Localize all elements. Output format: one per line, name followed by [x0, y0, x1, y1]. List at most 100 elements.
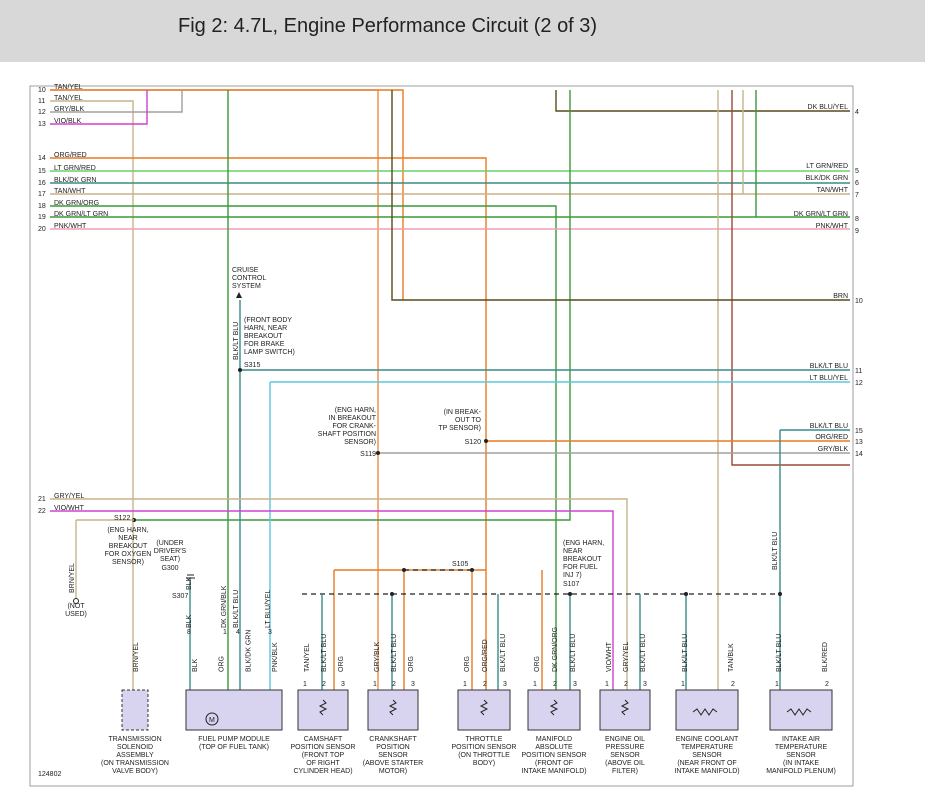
- fuel-blk-label: BLK: [186, 576, 193, 590]
- left-pin-label: ORG/RED: [54, 152, 87, 159]
- s315-note: LAMP SWITCH): [244, 349, 295, 356]
- right-pin-number: 4: [855, 109, 859, 116]
- splice-s107: [684, 592, 688, 596]
- component-name-tps: (ON THROTTLE: [458, 752, 510, 759]
- component-ect: [675, 689, 739, 731]
- cruise-note: CRUISE: [232, 267, 259, 274]
- pin-cam: 2: [322, 681, 326, 688]
- resistor-icon-oil: [620, 699, 630, 716]
- splice-s119: [376, 451, 380, 455]
- right-pin-label: DK GRN/LT GRN: [794, 211, 848, 218]
- wire-gry-blk-12: [50, 90, 183, 113]
- pin-tps: 1: [463, 681, 467, 688]
- pin-ect: 1: [681, 681, 685, 688]
- left-pin-number: 20: [38, 226, 46, 233]
- wire-label-map: DK GRN/ORG: [552, 627, 559, 672]
- s119-note: FOR CRANK-: [332, 423, 376, 430]
- left-pin-label: GRY/BLK: [54, 106, 85, 113]
- s119-note: (ENG HARN,: [335, 407, 376, 414]
- s119-label: S119: [360, 451, 376, 458]
- component-name-ect: TEMPERATURE: [681, 744, 734, 751]
- component-name-trans: (ON TRANSMISSION: [101, 760, 169, 767]
- wire-vio-wht-22: [50, 510, 614, 690]
- fuel-top-wire-label: DK GRN/BLK: [221, 585, 228, 628]
- wire-label-crank: GRY/BLK: [374, 641, 381, 672]
- wire-label-ect: BLK/LT BLU: [682, 634, 689, 672]
- fuel-top-wire-label: LT BLU/YEL: [265, 590, 272, 628]
- wire-label-crank: ORG: [408, 656, 415, 672]
- wire-dk-blu-yel-4: [555, 90, 850, 112]
- pin-crank: 3: [411, 681, 415, 688]
- wire-label-tps: BLK/LT BLU: [500, 634, 507, 672]
- page-title: Fig 2: 4.7L, Engine Performance Circuit …: [178, 15, 598, 37]
- pin-oil: 2: [624, 681, 628, 688]
- s122-wire: BRN/YEL: [69, 563, 76, 593]
- right-pin-number: 5: [855, 168, 859, 175]
- wire-label-cam: TAN/YEL: [304, 643, 311, 672]
- s122-note: FOR OXYGEN: [105, 551, 152, 558]
- s119-note: IN BREAKOUT: [329, 415, 377, 422]
- left-pin-label: LT GRN/RED: [54, 165, 96, 172]
- right-pin-number: 9: [855, 228, 859, 235]
- component-name-oil: PRESSURE: [606, 744, 645, 751]
- wire-label-crank: BLK/LT BLU: [391, 634, 398, 672]
- wire-label-map: BLK/LT BLU: [570, 634, 577, 672]
- splice-s107: [568, 592, 572, 596]
- left-pin-number: 13: [38, 121, 46, 128]
- s315-note: BREAKOUT: [244, 333, 283, 340]
- left-pin-label: GRY/YEL: [54, 493, 84, 500]
- wire-label-cam: BLK/LT BLU: [321, 634, 328, 672]
- component-name-oil: ENGINE OIL: [605, 736, 645, 743]
- left-pin-label: PNK/WHT: [54, 223, 87, 230]
- component-name-crank: POSITION: [376, 744, 409, 751]
- iat-top-wire: BLK/LT BLU: [772, 532, 779, 570]
- pin-iat: 2: [825, 681, 829, 688]
- wire-gry-yel-21: [50, 498, 628, 690]
- g300-label: G300: [161, 565, 178, 572]
- fuel-pin-number: 4: [236, 629, 240, 636]
- component-name-ect: INTAKE MANIFOLD): [674, 768, 739, 775]
- pin-crank: 1: [373, 681, 377, 688]
- fuel-top-wire-label: BLK/LT BLU: [233, 590, 240, 628]
- component-name-iat: SENSOR: [786, 752, 816, 759]
- resistor-icon-map: [549, 699, 559, 716]
- splice-s105b: [470, 568, 474, 572]
- left-pin-label: TAN/YEL: [54, 95, 83, 102]
- right-pin-label: GRY/BLK: [818, 446, 849, 453]
- component-name-trans: SOLENOID: [117, 744, 153, 751]
- s107-label: S107: [563, 581, 579, 588]
- left-pin-label: DK GRN/LT GRN: [54, 211, 108, 218]
- component-name-oil: (ABOVE OIL: [605, 760, 645, 767]
- wire-brn-yel-notused: [75, 519, 134, 598]
- right-pin-label: ORG/RED: [815, 434, 848, 441]
- wire-dk-grn-org-18: [50, 205, 557, 690]
- wire-label-map: ORG: [534, 656, 541, 672]
- left-pin-number: 16: [38, 180, 46, 187]
- splice-s315: [238, 368, 242, 372]
- pin-map: 1: [533, 681, 537, 688]
- motor-label: M: [209, 717, 215, 724]
- right-pin-label: BLK/LT BLU: [810, 423, 848, 430]
- right-pin-number: 6: [855, 180, 859, 187]
- left-pin-label: VIO/WHT: [54, 505, 85, 512]
- right-pin-number: 14: [855, 451, 863, 458]
- component-name-trans: TRANSMISSION: [108, 736, 161, 743]
- right-pin-number: 11: [855, 368, 862, 375]
- splice-s105a: [402, 568, 406, 572]
- s122-label: S122: [114, 515, 130, 522]
- fuel-pin-number: 8: [187, 629, 191, 636]
- resistor-icon-cam: [318, 699, 328, 716]
- wire-label-trans: BRN/YEL: [133, 642, 140, 672]
- pin-cam: 1: [303, 681, 307, 688]
- resistor-icon-crank: [388, 699, 398, 716]
- component-name-iat: (IN INTAKE: [783, 760, 819, 767]
- resistor-icon-tps: [479, 699, 489, 716]
- component-name-crank: CRANKSHAFT: [369, 736, 417, 743]
- s122-note: NEAR: [118, 535, 137, 542]
- component-name-map: MANIFOLD: [536, 736, 572, 743]
- component-name-cam: POSITION SENSOR: [291, 744, 356, 751]
- wire-label-ect: TAN/BLK: [728, 643, 735, 672]
- wire-label-tps: ORG: [464, 656, 471, 672]
- component-name-iat: INTAKE AIR: [782, 736, 820, 743]
- left-pin-number: 11: [38, 98, 45, 105]
